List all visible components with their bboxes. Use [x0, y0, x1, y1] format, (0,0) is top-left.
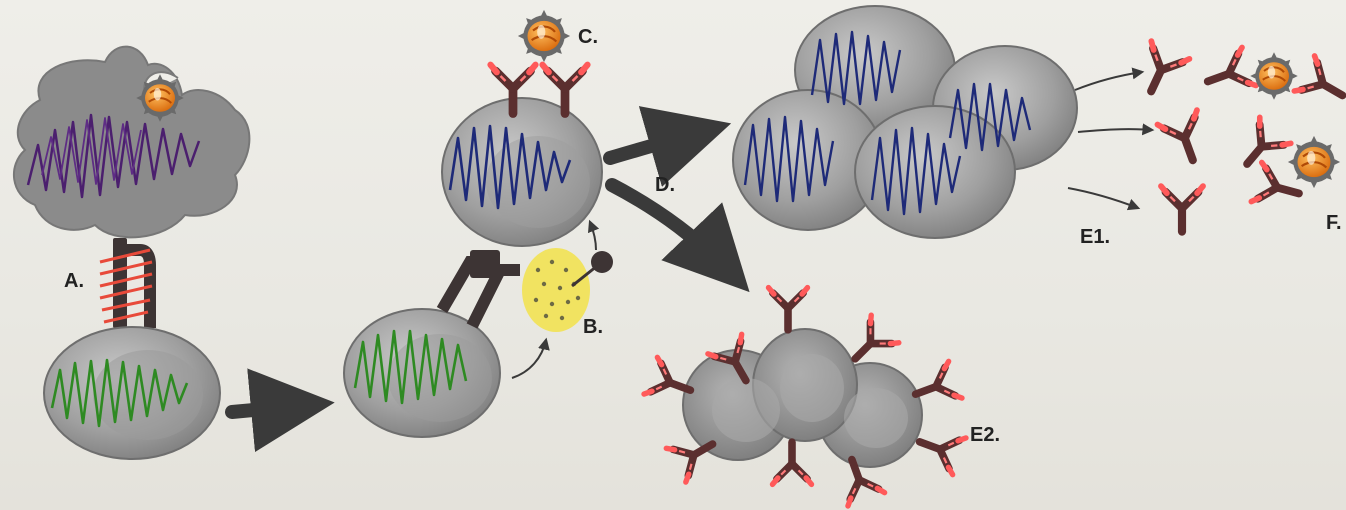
label-d: D. — [655, 174, 675, 197]
antibody-icon — [1232, 117, 1291, 177]
label-c: C. — [578, 26, 598, 49]
label-f: F. — [1326, 212, 1342, 235]
b-cell — [442, 98, 602, 246]
arrow-icon — [612, 185, 738, 280]
antibody-icon — [769, 288, 808, 330]
label-b: B. — [583, 316, 603, 339]
antigen-icon — [518, 10, 570, 62]
label-a: A. — [64, 270, 84, 293]
t-helper-cell — [44, 327, 220, 459]
cytokine-icon — [522, 248, 590, 332]
arrow-icon — [1075, 72, 1142, 90]
antibody-icon — [1132, 41, 1189, 100]
antibody-icon — [1294, 56, 1346, 113]
mhc-tcr-complex-a — [100, 238, 152, 328]
label-e1: E1. — [1080, 226, 1110, 249]
antigen-icon — [1250, 52, 1298, 100]
plasma-cell-cluster — [733, 6, 1077, 238]
antibody-icon — [1161, 186, 1203, 232]
arrow-icon — [232, 404, 318, 412]
antibody-icon — [913, 424, 966, 475]
arrow-icon — [1068, 188, 1138, 208]
label-e2: E2. — [970, 424, 1000, 447]
antibody-icon — [773, 442, 812, 484]
arrow-icon — [1078, 129, 1152, 132]
antibody-icon — [1201, 47, 1256, 100]
arrow-icon — [610, 128, 715, 158]
macrophage — [14, 47, 249, 238]
antibody-icon — [1157, 110, 1212, 167]
memory-cell-cluster — [683, 329, 922, 467]
antigen-icon — [1288, 136, 1340, 188]
